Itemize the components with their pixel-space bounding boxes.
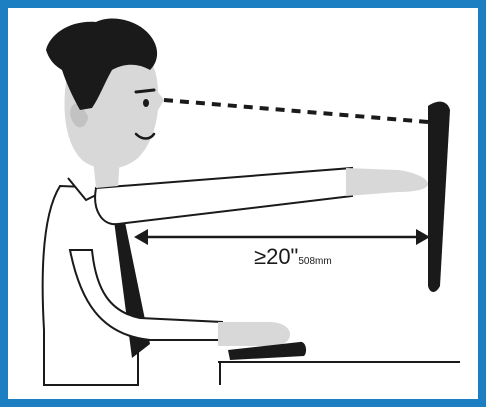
desk	[218, 362, 460, 385]
distance-arrow	[134, 229, 430, 245]
distance-inches: 20"	[266, 244, 298, 269]
distance-mm-value: 508	[298, 256, 315, 267]
sight-line	[164, 100, 428, 122]
distance-mm-unit: mm	[315, 256, 332, 267]
monitor-icon	[428, 102, 450, 292]
person-extended-arm	[95, 168, 428, 224]
person-head	[46, 19, 164, 169]
distance-label: ≥20"508mm	[254, 246, 332, 268]
measure-symbol: ≥	[254, 244, 266, 269]
